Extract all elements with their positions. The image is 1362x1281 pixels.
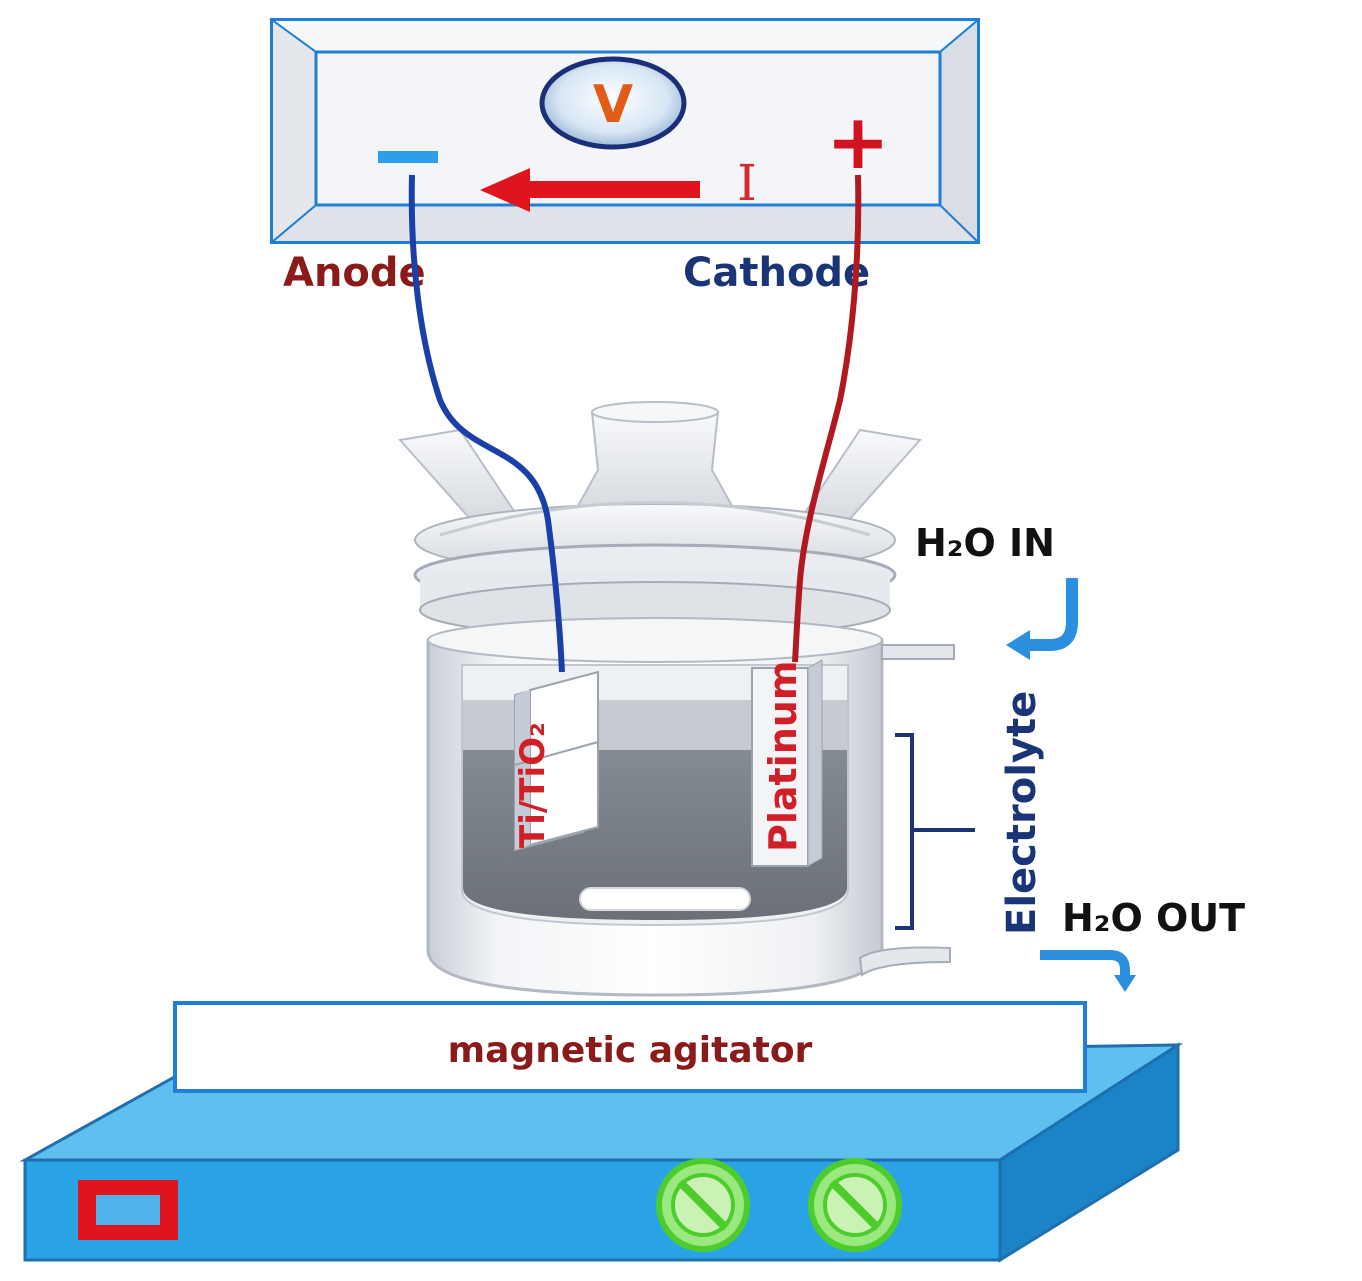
cathode-material-label: Platinum [761, 661, 805, 852]
positive-wire [792, 174, 862, 663]
current-direction-arrow-icon [480, 168, 700, 212]
voltmeter-symbol: V [593, 75, 633, 135]
stir-bar [579, 887, 751, 911]
power-supply: V + I [268, 17, 981, 245]
voltmeter-icon [539, 56, 687, 150]
speed-knob-icon[interactable] [656, 1158, 750, 1252]
negative-terminal-icon [378, 151, 438, 163]
water-out-arrow-icon [1040, 950, 1130, 978]
anode-material-label: Ti/TiO₂ [513, 722, 553, 848]
agitator-label: magnetic agitator [448, 1030, 813, 1071]
positive-terminal-symbol: + [826, 97, 890, 186]
magnetic-agitator: magnetic agitator [19, 1001, 1184, 1263]
power-switch-icon[interactable] [78, 1180, 178, 1240]
anode-electrode: Ti/TiO₂ [513, 670, 599, 852]
reactor-vessel [398, 401, 955, 997]
anode-label: Anode [283, 250, 426, 296]
agitator-top-plate [173, 1001, 1087, 1093]
water-in-label: H₂O IN [915, 521, 1055, 565]
electrolyte-bracket [895, 733, 975, 930]
temperature-knob-icon[interactable] [808, 1158, 902, 1252]
water-out-label: H₂O OUT [1062, 896, 1245, 940]
electrolyte-label: Electrolyte [999, 691, 1045, 935]
negative-wire [408, 174, 565, 673]
current-symbol: I [737, 154, 757, 212]
cathode-electrode: Platinum [751, 659, 823, 867]
cathode-label: Cathode [683, 250, 870, 296]
water-in-arrow-icon [1020, 578, 1078, 651]
